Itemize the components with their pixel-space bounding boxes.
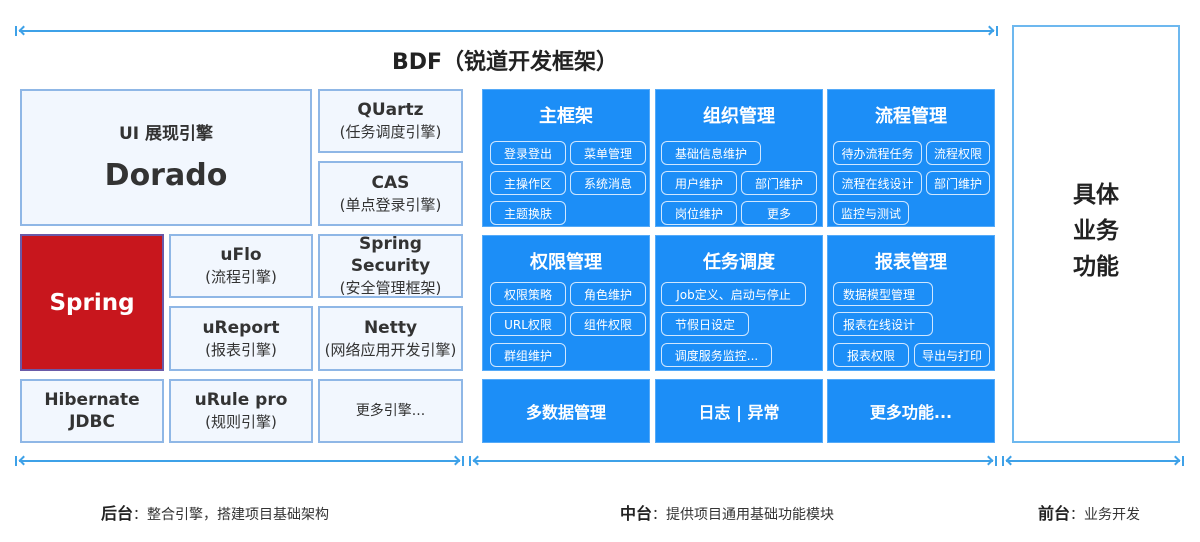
top-span-arrow [15, 25, 998, 36]
spring-security-name: Spring Security [350, 234, 431, 276]
item-pill[interactable]: 流程在线设计 [833, 171, 922, 195]
frontend-line: 具体 [1073, 182, 1119, 208]
module-label: 多数据管理 [525, 403, 606, 422]
item-pill[interactable]: 节假日设定 [661, 312, 749, 336]
module-title: 主框架 [539, 106, 593, 127]
footer-front: 前台：业务开发 [1038, 500, 1140, 524]
item-pill[interactable]: 登录登出 [490, 141, 566, 165]
ui-engine-label: UI 展现引擎 [118, 123, 214, 144]
item-pill[interactable]: 调度服务监控... [661, 343, 772, 367]
ureport-box: uReport (报表引擎) [169, 306, 313, 371]
item-pill[interactable]: 监控与测试 [833, 201, 909, 225]
module-scheduler: 任务调度 Job定义、启动与停止 节假日设定 调度服务监控... [655, 235, 823, 371]
middle-span-arrow [469, 455, 997, 466]
module-multi-datasource: 多数据管理 [482, 379, 650, 443]
item-pill[interactable]: 组件权限 [570, 312, 646, 336]
quartz-desc: (任务调度引擎) [339, 123, 442, 141]
module-workflow: 流程管理 待办流程任务 流程权限 流程在线设计 部门维护 监控与测试 [827, 89, 995, 227]
module-main-frame: 主框架 登录登出 菜单管理 主操作区 系统消息 主题换肤 [482, 89, 650, 227]
footer-label: 中台 [620, 504, 653, 523]
item-pill[interactable]: 基础信息维护 [661, 141, 761, 165]
uflo-box: uFlo (流程引擎) [169, 234, 313, 298]
item-pill[interactable]: Job定义、启动与停止 [661, 282, 806, 306]
item-pill[interactable]: 更多 [741, 201, 817, 225]
footer-desc: ：提供项目通用基础功能模块 [652, 507, 835, 523]
item-pill[interactable]: 系统消息 [570, 171, 646, 195]
urule-box: uRule pro (规则引擎) [169, 379, 313, 443]
footer-desc: ：整合引擎，搭建项目基础架构 [133, 507, 330, 523]
item-pill[interactable]: 用户维护 [661, 171, 737, 195]
frontend-line: 功能 [1073, 254, 1119, 280]
footer-backend: 后台：整合引擎，搭建项目基础架构 [101, 500, 329, 524]
quartz-name: QUartz [357, 100, 424, 120]
dorado-label: Dorado [104, 157, 228, 193]
ui-engine-box: UI 展现引擎 Dorado [20, 89, 312, 226]
more-engines-label: 更多引擎... [355, 403, 426, 419]
item-pill[interactable]: 主操作区 [490, 171, 566, 195]
item-pill[interactable]: 待办流程任务 [833, 141, 922, 165]
module-title: 流程管理 [875, 106, 947, 127]
footer-desc: ：业务开发 [1070, 507, 1141, 523]
footer-middle: 中台：提供项目通用基础功能模块 [620, 500, 834, 524]
hibernate-box: Hibernate JDBC [20, 379, 164, 443]
module-title: 权限管理 [530, 252, 602, 273]
item-pill[interactable]: 角色维护 [570, 282, 646, 306]
module-report: 报表管理 数据模型管理 报表在线设计 报表权限 导出与打印 [827, 235, 995, 371]
hibernate-name: Hibernate [44, 390, 140, 410]
footer-label: 后台 [101, 504, 134, 523]
framework-title: BDF（锐道开发框架） [391, 50, 619, 75]
module-title: 组织管理 [703, 106, 775, 127]
module-title: 报表管理 [875, 252, 947, 273]
item-pill[interactable]: 群组维护 [490, 343, 566, 367]
module-label: 日志 | 异常 [698, 403, 780, 422]
item-pill[interactable]: 报表在线设计 [833, 312, 933, 336]
item-pill[interactable]: 流程权限 [926, 141, 990, 165]
netty-desc: (网络应用开发引擎) [324, 340, 457, 359]
module-label: 更多功能... [869, 403, 953, 422]
backend-span-arrow [15, 455, 464, 466]
netty-name: Netty [363, 317, 418, 338]
quartz-box: QUartz (任务调度引擎) [318, 89, 463, 153]
item-pill[interactable]: 菜单管理 [570, 141, 646, 165]
urule-desc: (规则引擎) [205, 413, 277, 431]
item-pill[interactable]: 主题换肤 [490, 201, 566, 225]
module-title: 任务调度 [703, 252, 775, 273]
module-org: 组织管理 基础信息维护 用户维护 部门维护 岗位维护 更多 [655, 89, 823, 227]
ureport-desc: (报表引擎) [205, 340, 277, 359]
spring-security-desc: (安全管理框架) [339, 279, 442, 297]
frontend-label: 具体 业务 功能 [1014, 177, 1178, 285]
spring-security-box: Spring Security (安全管理框架) [318, 234, 463, 298]
cas-name: CAS [371, 172, 410, 193]
cas-box: CAS (单点登录引擎) [318, 161, 463, 226]
spring-name: Spring [49, 289, 135, 316]
uflo-name: uFlo [220, 245, 262, 265]
frontend-line: 业务 [1073, 218, 1119, 244]
module-log-exception: 日志 | 异常 [655, 379, 823, 443]
footer-label: 前台 [1038, 504, 1071, 523]
ureport-name: uReport [202, 317, 280, 338]
spring-box: Spring [20, 234, 164, 371]
netty-box: Netty (网络应用开发引擎) [318, 306, 463, 371]
more-engines-box: 更多引擎... [318, 379, 463, 443]
item-pill[interactable]: 报表权限 [833, 343, 909, 367]
module-more-features: 更多功能... [827, 379, 995, 443]
item-pill[interactable]: 导出与打印 [914, 343, 990, 367]
item-pill[interactable]: 部门维护 [926, 171, 990, 195]
jdbc-name: JDBC [69, 412, 115, 432]
uflo-desc: (流程引擎) [205, 268, 277, 286]
item-pill[interactable]: 部门维护 [741, 171, 817, 195]
item-pill[interactable]: 权限策略 [490, 282, 566, 306]
front-span-arrow [1002, 455, 1184, 466]
item-pill[interactable]: 岗位维护 [661, 201, 737, 225]
cas-desc: (单点登录引擎) [339, 195, 442, 214]
frontend-box: 具体 业务 功能 [1012, 25, 1180, 443]
item-pill[interactable]: 数据模型管理 [833, 282, 933, 306]
urule-name: uRule pro [194, 390, 288, 410]
module-permission: 权限管理 权限策略 角色维护 URL权限 组件权限 群组维护 [482, 235, 650, 371]
item-pill[interactable]: URL权限 [490, 312, 566, 336]
